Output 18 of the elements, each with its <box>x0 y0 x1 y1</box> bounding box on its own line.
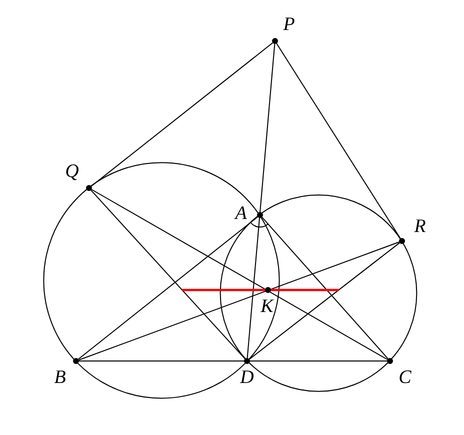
line-segment <box>262 216 388 360</box>
point-label: Q <box>64 162 80 182</box>
point-label: R <box>413 217 427 237</box>
line-segment <box>248 242 400 360</box>
line-segment <box>276 43 401 239</box>
point-label: B <box>53 368 67 388</box>
line-segment <box>90 42 274 187</box>
point-label: D <box>239 368 255 388</box>
line-segment <box>246 44 276 358</box>
point-label: C <box>398 368 412 388</box>
line-segment <box>78 242 400 360</box>
line-segment <box>78 216 258 360</box>
line-segment <box>78 360 388 362</box>
line-segment <box>91 189 388 360</box>
line-segment <box>90 190 246 360</box>
point-label: A <box>233 204 248 224</box>
point-label: P <box>282 15 296 35</box>
point-label: K <box>260 297 275 317</box>
